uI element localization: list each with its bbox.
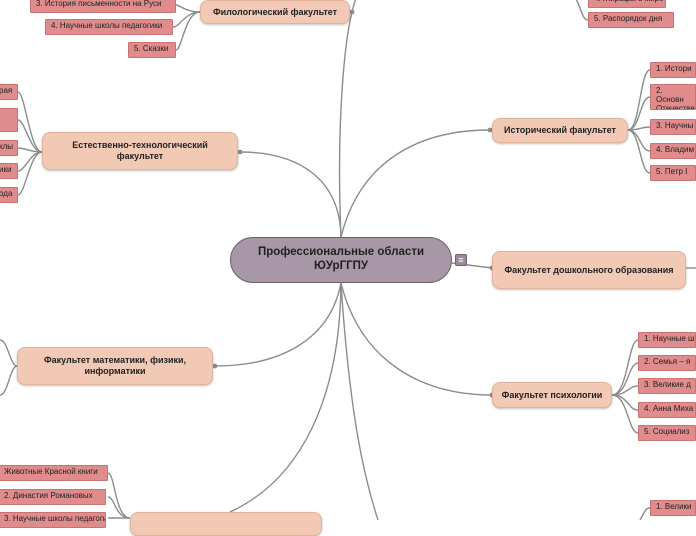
branch-philology[interactable]: Филологический факультет xyxy=(200,0,350,24)
branch-math[interactable]: Факультет математики, физики, информатик… xyxy=(17,347,213,385)
list-item[interactable]: 3. Научны xyxy=(650,119,696,135)
branch-psychology[interactable]: Факультет психологии xyxy=(492,382,612,408)
collapse-icon[interactable]: ≡ xyxy=(455,254,467,266)
list-item[interactable]: 3. История письменности на Руси xyxy=(30,0,176,13)
list-item[interactable]: 4. Анна Миха xyxy=(638,402,696,418)
list-item[interactable]: 4. Владим xyxy=(650,143,696,159)
list-item[interactable]: Животные Красной книги xyxy=(0,465,108,481)
branch-science[interactable]: Естественно-технологический факультет xyxy=(42,132,238,170)
branch-bottom[interactable] xyxy=(130,512,322,536)
list-item[interactable]: 5. Распорядок дня xyxy=(588,12,674,28)
list-item[interactable]: клы xyxy=(0,140,18,156)
list-item[interactable] xyxy=(0,108,18,132)
list-item[interactable]: 4. Жирафы в мире xyxy=(588,0,666,8)
branch-label: Исторический факультет xyxy=(504,125,616,136)
branch-label: Факультет дошкольного образования xyxy=(504,264,674,275)
central-topic-label: Профессиональные области ЮУрГГПУ xyxy=(257,246,425,272)
list-item[interactable]: 1. Истори xyxy=(650,62,696,78)
list-item[interactable]: ода xyxy=(0,187,18,203)
list-item[interactable]: 4. Научные школы педагогики xyxy=(45,19,173,35)
branch-preschool[interactable]: Факультет дошкольного образования xyxy=(492,251,686,289)
list-item[interactable]: 5. Петр I xyxy=(650,165,696,181)
list-item[interactable]: 3. Научные школы педагогики xyxy=(0,512,106,528)
list-item[interactable]: 3. Великие д xyxy=(638,378,696,394)
list-item[interactable]: 2. Основн Отечестве xyxy=(650,84,696,110)
list-item[interactable]: 2. Династия Романовых xyxy=(0,489,106,505)
list-item[interactable]: 5. Социализ xyxy=(638,425,696,441)
list-item[interactable]: рая xyxy=(0,84,18,100)
branch-history[interactable]: Исторический факультет xyxy=(492,118,628,143)
list-item[interactable]: 1. Велики xyxy=(650,500,696,516)
central-topic[interactable]: Профессиональные области ЮУрГГПУ xyxy=(230,237,452,283)
list-item[interactable]: ики xyxy=(0,163,18,179)
branch-label: Факультет психологии xyxy=(501,389,603,400)
list-item[interactable]: 2. Семья – я xyxy=(638,355,696,371)
branch-label: Факультет математики, физики, информатик… xyxy=(43,355,187,376)
branch-label: Филологический факультет xyxy=(212,6,338,17)
list-item[interactable]: 5. Сказки xyxy=(128,42,176,58)
branch-label: Естественно-технологический факультет xyxy=(72,140,208,161)
list-item[interactable]: 1. Научные ш xyxy=(638,332,696,348)
connector-lines xyxy=(0,0,696,520)
